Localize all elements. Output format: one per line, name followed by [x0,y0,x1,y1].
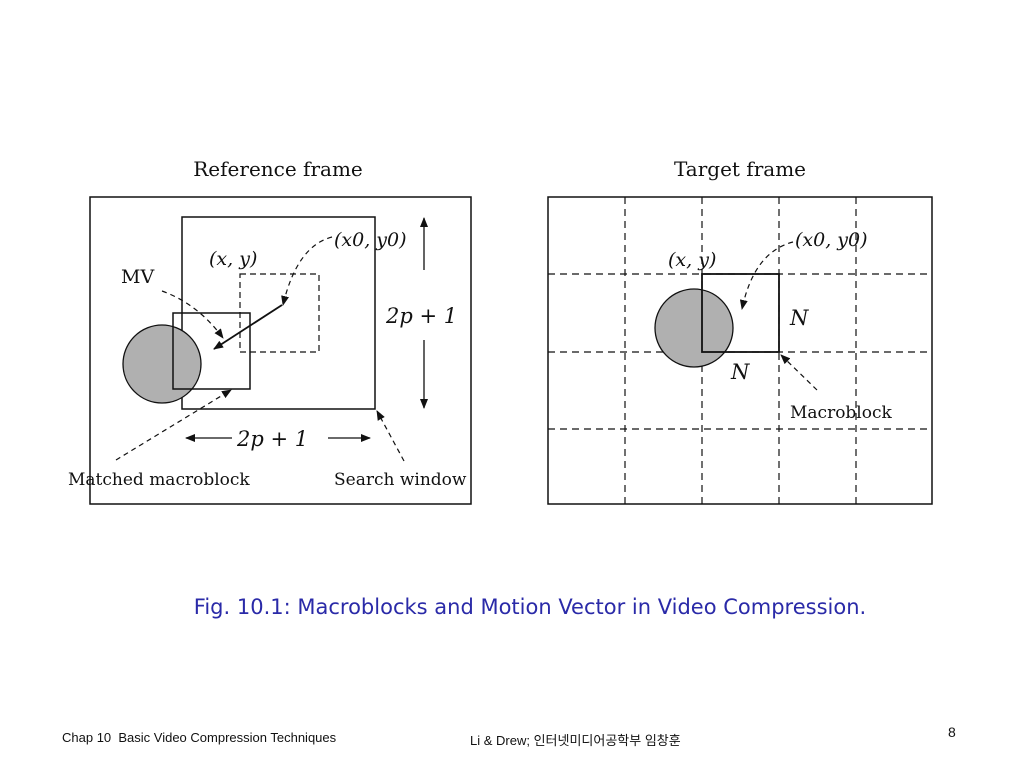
x0y0-pointer-arrow-target [739,241,794,310]
xy-label-reference: (x, y) [209,248,257,270]
target-macroblock-box [701,273,780,353]
horizontal-size-label: 2p + 1 [236,427,308,451]
mv-pointer-arrow [161,290,224,339]
reference-frame-panel: Reference frame [68,157,472,505]
matched-macroblock-label: Matched macroblock [68,470,250,490]
macroblock-pointer-arrow [780,354,818,391]
xy-label-target: (x, y) [668,249,716,271]
reference-frame-border [89,196,472,505]
object-circle-target [654,288,734,368]
target-frame-border [547,196,933,505]
page-number: 8 [948,724,956,740]
motion-vector-arrow [213,304,283,350]
vertical-size-label: 2p + 1 [385,304,457,328]
footer-authors: Li & Drew; 인터넷미디어공학부 임창훈 [470,733,681,748]
mv-label: MV [121,266,154,288]
object-circle-reference [122,324,202,404]
target-frame-panel: Target frame (x, y) (x0, y0 [547,157,933,505]
x0y0-label-reference: (x0, y0) [334,229,407,251]
macroblock-label: Macroblock [790,403,892,423]
footer-chapter-title: Chap 10 Basic Video Compression Techniqu… [62,730,337,745]
x0y0-pointer-arrow [281,236,333,306]
co-located-macroblock-dashed [239,273,320,353]
search-window-label: Search window [334,470,467,490]
macroblock-grid [548,197,932,504]
n-bottom-label: N [730,360,750,384]
figure-caption: Fig. 10.1: Macroblocks and Motion Vector… [193,595,867,619]
reference-frame-title: Reference frame [193,157,363,181]
x0y0-label-target: (x0, y0) [795,229,868,251]
matched-macroblock-box [172,312,251,390]
matched-macroblock-pointer-arrow [115,389,232,461]
search-window-pointer-arrow [376,410,405,462]
target-frame-title: Target frame [674,157,806,181]
n-side-label: N [789,306,809,330]
